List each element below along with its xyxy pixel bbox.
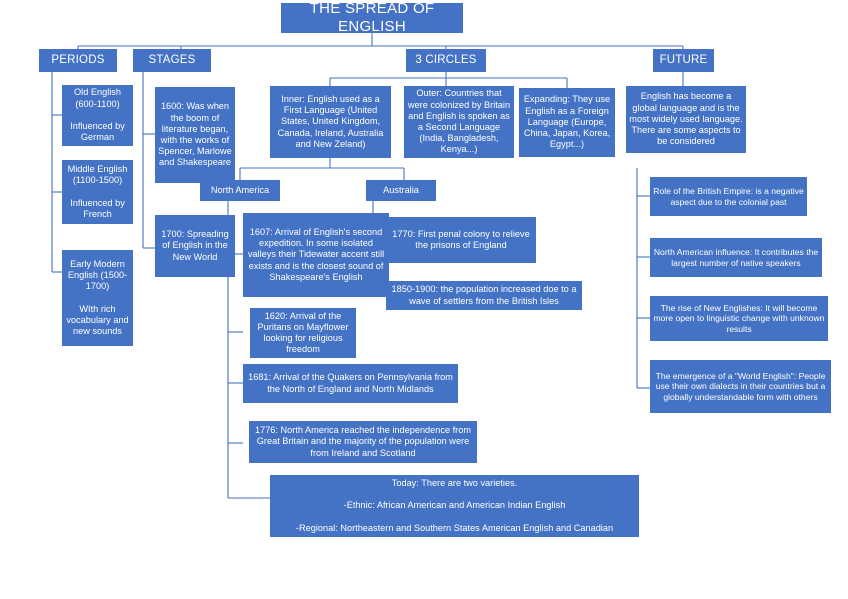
circle-item-expanding[interactable]: Expanding: They use English as a Foreign… [519,88,615,157]
future-summary[interactable]: English has become a global language and… [626,86,746,153]
branch-header-stages[interactable]: STAGES [133,49,211,72]
periods-item[interactable]: Old English (600-1100) Influenced by Ger… [62,85,133,146]
diagram-title: THE SPREAD OF ENGLISH [281,0,463,35]
future-aspect[interactable]: The rise of New Englishes: It will becom… [650,296,828,341]
today-summary[interactable]: Today: There are two varieties. -Ethnic:… [270,475,639,537]
north-america-item[interactable]: 1776: North America reached the independ… [249,421,477,463]
sub-header-north-america[interactable]: North America [200,180,280,201]
future-aspect[interactable]: North American influence: It contributes… [650,238,822,277]
circle-item-outer[interactable]: Outer: Countries that were colonized by … [404,86,514,158]
branch-header-future[interactable]: FUTURE [653,49,714,72]
periods-item[interactable]: Middle English (1100-1500) Influenced by… [62,160,133,224]
periods-item[interactable]: Early Modern English (1500-1700) WIth ri… [62,250,133,346]
branch-header-3-circles[interactable]: 3 CIRCLES [406,49,486,72]
branch-header-periods[interactable]: PERIODS [39,49,117,72]
future-aspect[interactable]: Role of the British Empire: is a negativ… [650,177,807,216]
sub-header-australia[interactable]: Australia [366,180,436,201]
australia-item[interactable]: 1850-1900: the population increased doe … [386,281,582,310]
stages-item[interactable]: 1700: Spreading of English in the New Wo… [155,215,235,277]
circle-item-inner[interactable]: Inner: English used as a First Language … [270,86,391,158]
australia-item[interactable]: 1770: First penal colony to relieve the … [386,217,536,263]
north-america-item[interactable]: 1681: Arrival of the Quakers on Pennsylv… [243,364,458,403]
north-america-item[interactable]: 1607: Arrival of English's second expedi… [243,213,389,297]
north-america-item[interactable]: 1620: Arrival of the Puritans on Mayflow… [250,308,356,358]
future-aspect[interactable]: The emergence of a "World English": Peop… [650,360,831,413]
stages-item[interactable]: 1600: Was when the boom of literature be… [155,87,235,183]
